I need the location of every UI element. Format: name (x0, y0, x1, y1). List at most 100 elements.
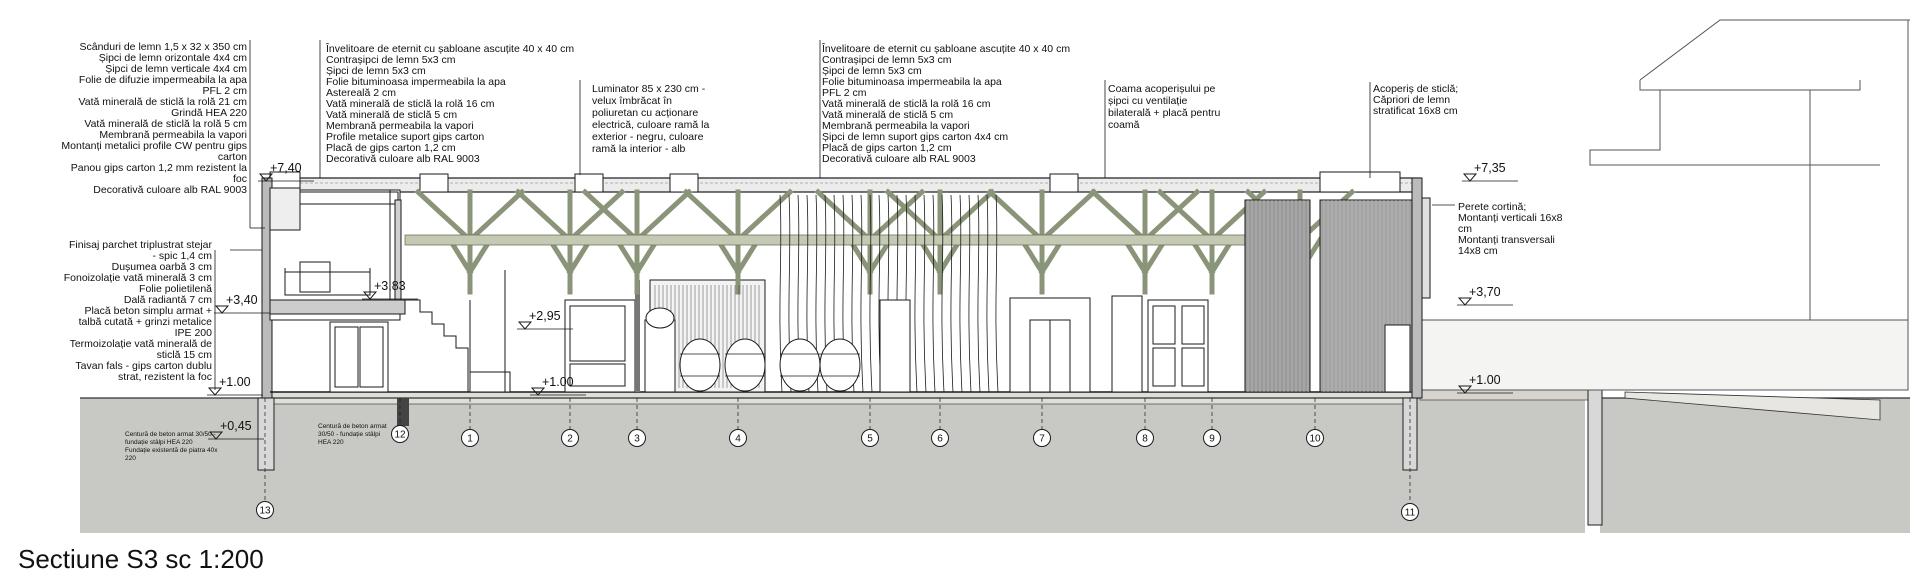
note-line: Montanți verticali 16x8 (1458, 212, 1563, 224)
level-marks: +7,40+7,35+3,40+3,83+2,95+3,70+1.00+1.00… (207, 161, 1518, 440)
note-line: Învelitoare de eternit cu șabloane ascuț… (325, 42, 574, 55)
axis-label: 7 (1039, 434, 1045, 445)
note-line: Șipci de lemn orizontale 4x4 cm (99, 52, 247, 64)
note-line: Placă de gips carton 1,2 cm (326, 142, 456, 154)
axis-13: 13 (256, 398, 274, 519)
axis-label: 1 (467, 434, 473, 445)
level-l295: +2,95 (517, 309, 573, 330)
note-line: carton (218, 151, 247, 163)
axis-10: 10 (1306, 398, 1324, 447)
level-label: +3,40 (226, 293, 258, 307)
note-line: Montanți metalici profile CW pentru gips (61, 140, 247, 152)
axis-label: 10 (1309, 434, 1321, 445)
note-line: Membrană permeabila la vapori (99, 129, 247, 141)
axis-label: 9 (1209, 434, 1215, 445)
note-line: ramă la interior - alb (592, 143, 686, 155)
note-line: Perete cortină; (1458, 201, 1526, 213)
wine-barrels (644, 307, 861, 393)
note-line: 14x8 cm (1458, 245, 1498, 257)
level-label: +1.00 (1469, 373, 1501, 387)
note-line: Tavan fals - gips carton dublu (75, 360, 212, 372)
note-line: Vată minerală de sticlă la rolă 5 cm (84, 118, 247, 130)
note-line: Centură de beton armat 30/50 - (125, 431, 216, 438)
note-line: Folie bituminoasa impermeabila la apa (822, 76, 1002, 88)
axis-label: 11 (1405, 508, 1416, 519)
note-line: Șipci de lemn 5x3 cm (822, 65, 922, 77)
note-line: Membrană permeabila la vapori (326, 120, 474, 132)
level-l340: +3,40 (214, 293, 270, 314)
level-label: +3,83 (374, 279, 406, 293)
note-line: - spic 1,4 cm (152, 250, 212, 262)
note-line: 30/50 - fundație stâlpi (318, 431, 380, 438)
note-line: șipci cu ventilație (1108, 95, 1188, 107)
axis-label: 5 (867, 434, 873, 445)
note-line: Luminator 85 x 230 cm - (592, 83, 706, 95)
drawing-caption: Sectiune S3 sc 1:200 (18, 544, 264, 574)
note-line: Centură de beton armat (318, 423, 387, 430)
note-line: Scânduri de lemn 1,5 x 32 x 350 cm (79, 41, 247, 53)
note-line: Finisaj parchet triplustrat stejar (69, 239, 212, 251)
note-line: Decorativă culoare alb RAL 9003 (326, 153, 480, 165)
level-l370: +3,70 (1457, 285, 1513, 306)
note-line: Placă de gips carton 1,2 cm (822, 142, 952, 154)
axis-11: 11 (1401, 398, 1419, 521)
note-line: electrică, culoare ramă la (592, 119, 709, 131)
axis-7: 7 (1033, 398, 1051, 447)
axis-label: 2 (567, 434, 573, 445)
axis-9: 9 (1203, 398, 1221, 447)
note-line: Învelitoare de eternit cu șabloane ascuț… (821, 42, 1070, 55)
note-line: HEA 220 (318, 439, 344, 446)
note-line: Vată minerală de sticlă la rolă 16 cm (822, 98, 991, 110)
note-line: sticlă 15 cm (157, 349, 213, 361)
note-line: strat, rezistent la foc (118, 371, 212, 383)
note-line: IPE 200 (175, 327, 213, 339)
level-label: +3,70 (1469, 285, 1501, 299)
note-roof-2: Învelitoare de eternit cu șabloane ascuț… (821, 42, 1070, 165)
note-line: Contrașipci de lemn 5x3 cm (326, 54, 456, 66)
axis-label: 13 (259, 506, 271, 517)
note-roof-1: Învelitoare de eternit cu șabloane ascuț… (325, 42, 574, 165)
note-line: cm (1458, 223, 1472, 235)
axis-label: 3 (634, 434, 640, 445)
axis-6: 6 (931, 398, 949, 447)
level-l383: +3,83 (362, 279, 418, 300)
note-line: Șipci de lemn 5x3 cm (326, 65, 426, 77)
axis-5: 5 (861, 398, 879, 447)
note-line: PFL 2 cm (202, 85, 247, 97)
note-line: Placă beton simplu armat + (84, 305, 212, 317)
note-line: Folie bituminoasa impermeabila la apa (326, 76, 506, 88)
neighbour-building (1419, 19, 1910, 391)
level-label: +0,45 (220, 419, 252, 433)
note-line: Căpriori de lemn (1373, 94, 1450, 106)
note-line: Fonoizolație vată minerală 3 cm (64, 272, 212, 284)
level-l100a: +1.00 (207, 375, 263, 396)
note-line: Vată minerală de sticlă 5 cm (822, 109, 953, 121)
note-line: Vată minerală de sticlă 5 cm (326, 109, 457, 121)
note-line: 220 (125, 455, 136, 462)
glass-bands (1244, 199, 1413, 393)
note-line: fundație stâlpi HEA 220 (125, 439, 193, 446)
note-line: Panou gips carton 1,2 mm rezistent la (71, 162, 247, 174)
note-line: exterior - negru, culoare (592, 131, 704, 143)
note-line: Decorativă culoare alb RAL 9003 (93, 184, 247, 196)
axis-2: 2 (561, 398, 579, 447)
note-line: Fundație existentă de piatra 40x (125, 447, 218, 454)
note-line: velux îmbrăcat în (592, 95, 672, 107)
note-line: PFL 2 cm (822, 87, 867, 99)
note-line: Decorativă culoare alb RAL 9003 (822, 153, 976, 165)
doors (879, 295, 1411, 393)
note-line: talbă cutată + grinzi metalice (79, 316, 213, 328)
level-l100c: +1.00 (1457, 373, 1513, 394)
axis-12: 12 (391, 398, 409, 443)
note-line: Vată minerală de sticlă la rolă 21 cm (79, 96, 248, 108)
note-line: Dușumea oarbă 3 cm (112, 261, 213, 273)
note-line: Acoperiș de sticlă; (1373, 83, 1458, 95)
note-floor-left: Finisaj parchet triplustrat stejar- spic… (64, 239, 213, 383)
note-line: Membrană permeabila la vapori (822, 120, 970, 132)
axis-label: 6 (937, 434, 943, 445)
note-line: Profile metalice suport gips carton (326, 131, 484, 143)
